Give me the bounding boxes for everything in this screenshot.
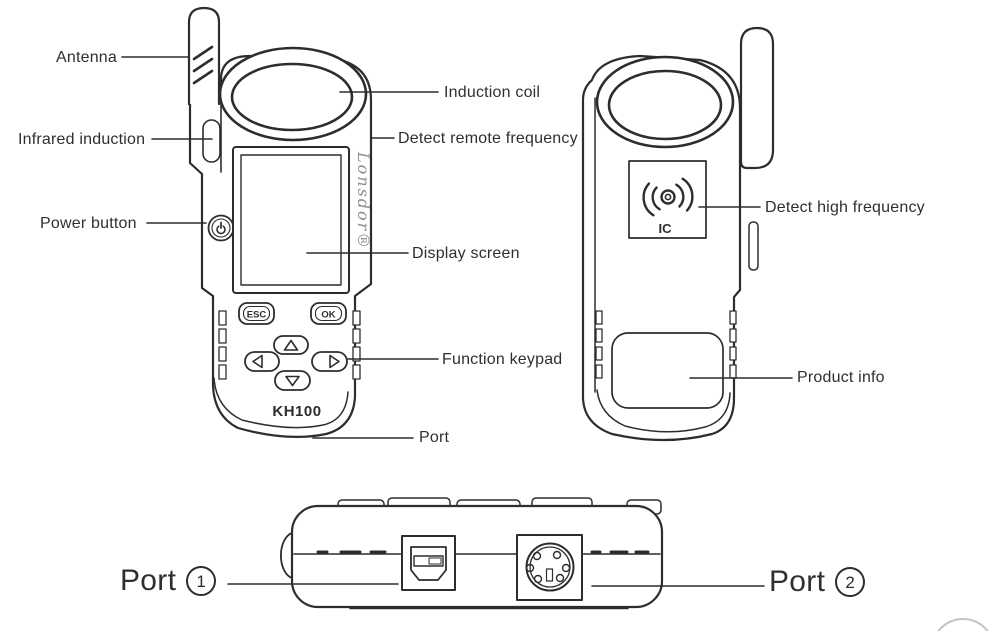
display-screen-inner — [240, 154, 342, 286]
leader-lines — [121, 56, 793, 587]
power-icon — [216, 219, 226, 235]
callout-port: Port — [419, 429, 450, 446]
model-label: KH100 — [272, 403, 321, 420]
power-button-drawing — [207, 214, 235, 242]
callout-detect-high: Detect high frequency — [765, 199, 925, 216]
infrared-window — [202, 119, 221, 163]
bottom-body — [290, 504, 664, 609]
callout-display-screen: Display screen — [412, 245, 520, 262]
esc-button: ESC — [238, 302, 275, 325]
lanyard-bump — [280, 532, 293, 579]
front-faceplate-edge — [213, 377, 349, 429]
up-key — [273, 335, 309, 355]
right-arrow-icon — [329, 354, 340, 369]
bottom-view-drawing — [280, 497, 664, 610]
antenna-stripes — [192, 45, 214, 85]
usb-b-port — [401, 535, 456, 591]
port-1-label: Port — [120, 564, 177, 597]
callout-antenna: Antenna — [56, 49, 118, 66]
brand-logo: Lonsdor® — [354, 151, 373, 250]
ic-badge-label: IC — [659, 221, 673, 236]
din-pins — [525, 550, 571, 584]
ok-label: OK — [321, 310, 335, 321]
ok-button: OK — [310, 302, 347, 325]
left-arrow-icon — [252, 354, 263, 369]
callout-induction-coil: Induction coil — [444, 84, 541, 101]
back-faceplate-edge — [596, 389, 731, 433]
callout-port-2: Port 2 — [769, 564, 866, 600]
strap-loop — [748, 221, 759, 271]
down-key — [274, 370, 311, 391]
front-grip-bumps — [218, 310, 361, 380]
corner-watermark — [937, 618, 989, 631]
back-antenna — [739, 26, 775, 170]
front-device-drawing: ESC OK KH100 Lonsdor® — [187, 6, 373, 438]
down-arrow-icon — [285, 375, 300, 387]
callout-detect-remote: Detect remote frequency — [398, 130, 578, 147]
back-device-drawing: IC — [581, 26, 775, 442]
callout-infrared: Infrared induction — [18, 131, 146, 148]
port-1-number-icon: 1 — [186, 566, 217, 596]
port-2-label: Port — [769, 565, 826, 598]
product-info-panel — [611, 332, 724, 409]
back-coil-inner — [607, 69, 723, 141]
port-2-number-icon: 2 — [835, 567, 866, 597]
din-port — [516, 534, 583, 601]
callout-product-info: Product info — [797, 369, 885, 386]
callout-power-button: Power button — [40, 215, 137, 232]
esc-label: ESC — [247, 310, 267, 321]
induction-coil-inner — [230, 62, 354, 132]
callout-function-keypad: Function keypad — [442, 351, 563, 368]
antenna — [187, 6, 221, 106]
function-keypad-drawing — [244, 335, 348, 391]
callout-port-1: Port 1 — [120, 563, 217, 599]
back-grip-bumps — [595, 310, 737, 379]
ic-signal-icon — [642, 177, 694, 217]
up-arrow-icon — [283, 339, 299, 351]
